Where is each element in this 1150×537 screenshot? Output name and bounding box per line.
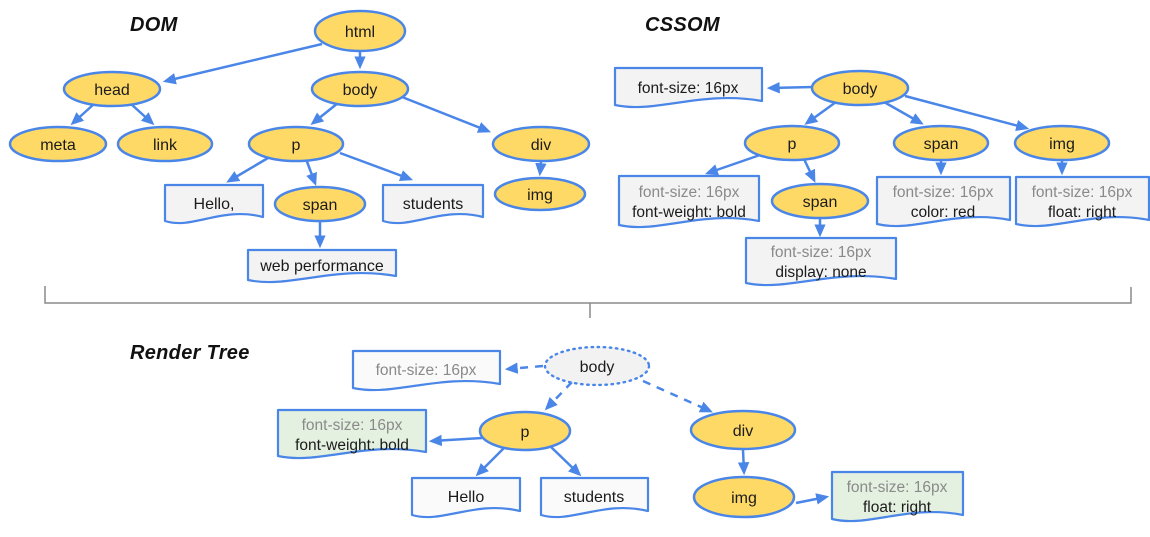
dom-textnode-students-label: students: [403, 196, 463, 213]
dom-node-div: [491, 125, 591, 163]
render-arrow-body-style: [504, 362, 544, 374]
render-arrow-p-style: [428, 434, 483, 447]
cssom-tree: CSSOM font-size: 16px body p span img sp…: [613, 14, 1150, 287]
cssom-style-p-line2: font-weight: bold: [632, 204, 746, 221]
dom-textnode-web-performance: [246, 248, 398, 284]
render-node-p-label: p: [521, 424, 530, 441]
cssom-arrow-p-style: [704, 153, 761, 176]
render-textnode-hello: [410, 476, 522, 519]
dom-node-p: [247, 125, 345, 163]
cssom-arrow-p-span: [802, 158, 816, 183]
cssom-style-p-span-line1: font-size: 16px: [771, 244, 872, 261]
cssom-style-img-line2: float: right: [1048, 204, 1117, 221]
dom-node-link: [116, 125, 214, 163]
cssom-style-span: [875, 175, 1012, 228]
render-style-img: [830, 470, 965, 523]
cssom-node-body: [810, 69, 910, 107]
render-arrow-body-p: [544, 381, 573, 411]
dom-arrow-p-span: [304, 158, 317, 187]
render-arrow-div-img: [737, 449, 750, 476]
render-node-div-label: div: [733, 423, 753, 440]
dom-tree: DOM html head body meta link p div span …: [8, 9, 591, 284]
render-tree: Render Tree font-size: 16px body p div i…: [130, 342, 965, 523]
cssom-style-p: [617, 174, 761, 229]
cssom-style-img-line1: font-size: 16px: [1032, 184, 1133, 201]
dom-arrow-head-meta: [70, 103, 95, 126]
render-textnode-students-label: students: [564, 489, 624, 506]
cssom-node-span-label: span: [924, 136, 959, 153]
cssom-node-p-span-label: span: [803, 194, 838, 211]
render-tree-title: Render Tree: [130, 342, 250, 364]
dom-node-html: [313, 9, 407, 53]
cssom-arrow-body-style: [766, 82, 814, 94]
render-node-p: [478, 410, 572, 452]
render-node-body-label: body: [580, 359, 615, 376]
render-node-div: [689, 409, 797, 451]
render-node-body: [543, 345, 651, 387]
dom-arrow-html-head: [162, 42, 323, 85]
render-style-p-line2: font-weight: bold: [295, 437, 409, 454]
dom-node-meta-label: meta: [40, 137, 76, 154]
combine-bracket: [44, 286, 1132, 318]
cssom-node-p-span: [770, 182, 870, 220]
cssom-arrow-body-p: [804, 100, 837, 125]
cssom-node-img-label: img: [1049, 136, 1075, 153]
render-node-img-label: img: [731, 490, 757, 507]
render-textnode-students: [539, 476, 650, 519]
dom-node-span-label: span: [303, 197, 338, 214]
cssom-style-span-line1: font-size: 16px: [893, 184, 994, 201]
cssom-title: CSSOM: [645, 14, 721, 36]
render-style-img-line2: float: right: [863, 499, 932, 516]
cssom-node-img: [1013, 124, 1111, 162]
cssom-node-p-label: p: [788, 136, 797, 153]
dom-textnode-hello-label: Hello,: [194, 196, 235, 213]
render-style-img-line1: font-size: 16px: [847, 479, 948, 496]
dom-node-img-label: img: [527, 187, 553, 204]
render-style-body-line1: font-size: 16px: [376, 362, 477, 379]
dom-node-meta: [8, 125, 108, 163]
dom-node-body-label: body: [343, 82, 378, 99]
cssom-arrow-body-img: [904, 94, 1030, 132]
cssom-node-span: [892, 124, 990, 162]
dom-textnode-web-performance-label: web performance: [259, 258, 384, 275]
render-style-body: [351, 349, 502, 392]
cssom-style-body: [613, 66, 764, 109]
dom-arrow-p-hello: [226, 156, 269, 183]
cssom-style-p-line1: font-size: 16px: [639, 184, 740, 201]
render-textnode-hello-label: Hello: [448, 489, 485, 506]
render-arrow-img-style: [795, 493, 830, 505]
cssom-style-span-line2: color: red: [911, 204, 976, 221]
cssom-node-body-label: body: [843, 81, 878, 98]
dom-node-div-label: div: [531, 137, 551, 154]
cssom-style-img: [1014, 175, 1150, 228]
dom-title: DOM: [130, 14, 179, 36]
dom-node-body: [310, 70, 410, 108]
render-style-p-line1: font-size: 16px: [302, 417, 403, 434]
dom-node-span: [273, 185, 367, 223]
render-arrow-p-students: [549, 445, 582, 477]
dom-arrow-body-p: [310, 102, 339, 126]
dom-node-head: [62, 70, 162, 108]
dom-node-link-label: link: [153, 137, 178, 154]
dom-node-head-label: head: [94, 82, 130, 99]
render-node-img: [692, 475, 796, 519]
dom-node-p-label: p: [292, 137, 301, 154]
dom-arrow-div-img: [535, 161, 547, 177]
dom-textnode-students: [381, 183, 485, 225]
render-style-p: [276, 408, 428, 460]
dom-node-img: [493, 176, 587, 212]
dom-arrow-body-div: [401, 95, 492, 133]
cssom-arrow-body-span: [883, 100, 924, 125]
dom-arrow-head-link: [130, 103, 155, 126]
dom-arrow-p-students: [339, 151, 414, 181]
cssom-node-p: [743, 124, 841, 162]
dom-node-html-label: html: [345, 24, 375, 41]
dom-textnode-hello: [163, 183, 265, 225]
cssom-style-body-line1: font-size: 16px: [638, 80, 739, 97]
render-arrow-body-div: [642, 379, 713, 413]
cssom-style-p-span-line2: display: none: [775, 264, 866, 281]
cssom-style-p-span: [744, 236, 898, 287]
render-arrow-p-hello: [475, 446, 506, 477]
